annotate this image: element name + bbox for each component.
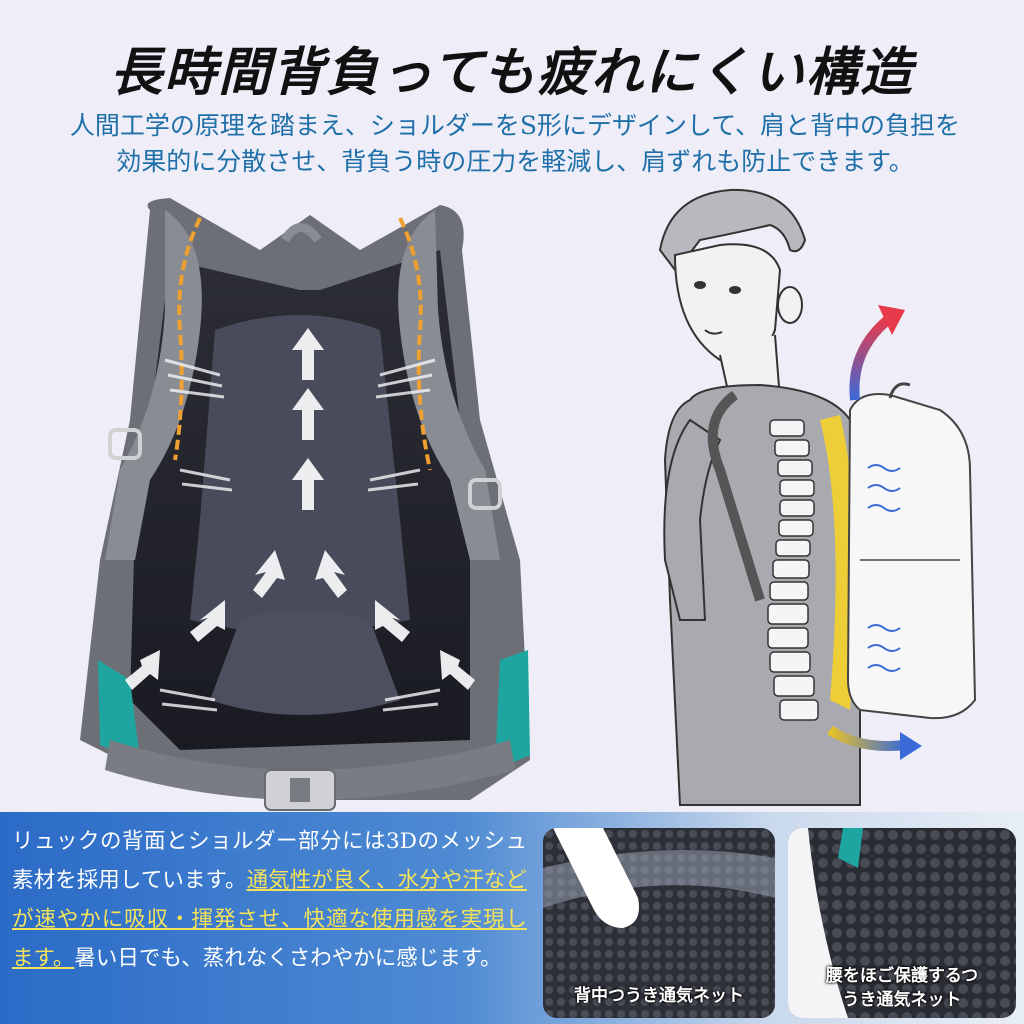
description-part-1: リュックの背面とショルダー部分には3Dのメッシュ素材を採用しています。 bbox=[12, 829, 527, 893]
waist-mesh-caption: 腰をほご保護するつ うき通気ネット bbox=[788, 964, 1016, 1012]
description-highlight: 通気性が良く、水分や汗などが速やかに吸収・揮発させ、快適な使用感を実現します。 bbox=[12, 868, 527, 971]
back-mesh-photo: 背中つうき通気ネット bbox=[543, 828, 775, 1018]
page-title: 長時間背負っても疲れにくい構造 bbox=[110, 42, 914, 103]
waist-mesh-photo: 腰をほご保護するつ うき通気ネット bbox=[788, 828, 1016, 1018]
waist-caption-line-1: 腰をほご保護するつ bbox=[825, 966, 979, 986]
subtitle-line-2: 効果的に分散させ、背負う時の圧力を軽減し、肩ずれも防止できます。 bbox=[116, 147, 914, 176]
person-illustration bbox=[658, 188, 977, 806]
back-mesh-caption: 背中つうき通気ネット bbox=[574, 986, 744, 1006]
backpack-back-view bbox=[80, 198, 530, 811]
mesh-description: リュックの背面とショルダー部分には3Dのメッシュ素材を採用しています。通気性が良… bbox=[12, 822, 527, 978]
description-part-2: 暑い日でも、蒸れなくさわやかに感じます。 bbox=[74, 946, 502, 971]
page-subtitle: 人間工学の原理を踏まえ、ショルダーをS形にデザインして、肩と背中の負担を 効果的… bbox=[20, 108, 1010, 180]
main-illustration bbox=[80, 188, 977, 811]
waist-mesh-texture-image bbox=[788, 828, 1016, 1018]
mesh-texture-image bbox=[543, 828, 775, 1018]
subtitle-line-1: 人間工学の原理を踏まえ、ショルダーをS形にデザインして、肩と背中の負担を bbox=[69, 111, 961, 140]
waist-caption-line-2: うき通気ネット bbox=[842, 990, 962, 1010]
